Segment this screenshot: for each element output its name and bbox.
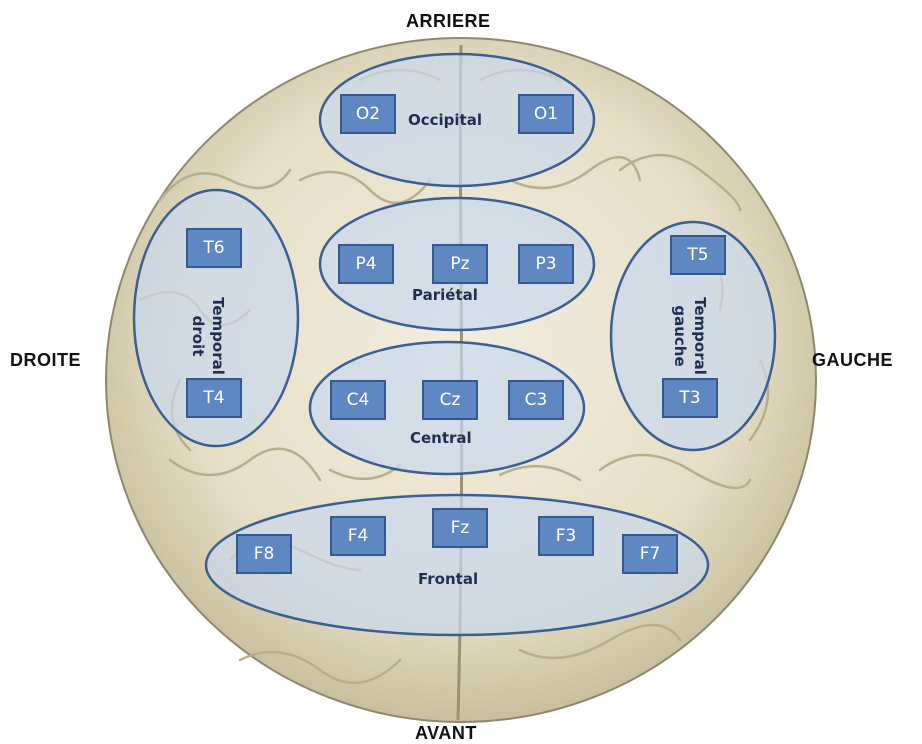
electrode-f7: F7 xyxy=(622,534,678,574)
electrode-o2: O2 xyxy=(340,94,396,134)
label-frontal: Frontal xyxy=(418,570,479,588)
electrode-o1: O1 xyxy=(518,94,574,134)
electrode-t5: T5 xyxy=(670,235,726,275)
direction-front: AVANT xyxy=(415,723,477,743)
electrode-p3: P3 xyxy=(518,244,574,284)
direction-back: ARRIERE xyxy=(406,11,491,31)
label-central: Central xyxy=(410,429,472,447)
region-temporal-right xyxy=(132,188,300,448)
electrode-fz: Fz xyxy=(432,508,488,548)
electrode-cz: Cz xyxy=(422,380,478,420)
electrode-c3: C3 xyxy=(508,380,564,420)
electrode-f4: F4 xyxy=(330,516,386,556)
direction-left: GAUCHE xyxy=(812,350,894,370)
region-temporal-left xyxy=(609,220,777,452)
region-occipital xyxy=(318,52,596,188)
label-temporal-left: Temporal gauche xyxy=(671,297,709,375)
electrode-t6: T6 xyxy=(186,228,242,268)
electrode-p4: P4 xyxy=(338,244,394,284)
label-occipital: Occipital xyxy=(408,111,482,129)
electrode-c4: C4 xyxy=(330,380,386,420)
electrode-f3: F3 xyxy=(538,516,594,556)
direction-right: DROITE xyxy=(10,350,82,370)
electrode-pz: Pz xyxy=(432,244,488,284)
label-parietal: Pariétal xyxy=(412,286,478,304)
label-temporal-right: Temporal droit xyxy=(189,297,227,375)
electrode-f8: F8 xyxy=(236,534,292,574)
electrode-t3: T3 xyxy=(662,378,718,418)
electrode-t4: T4 xyxy=(186,378,242,418)
